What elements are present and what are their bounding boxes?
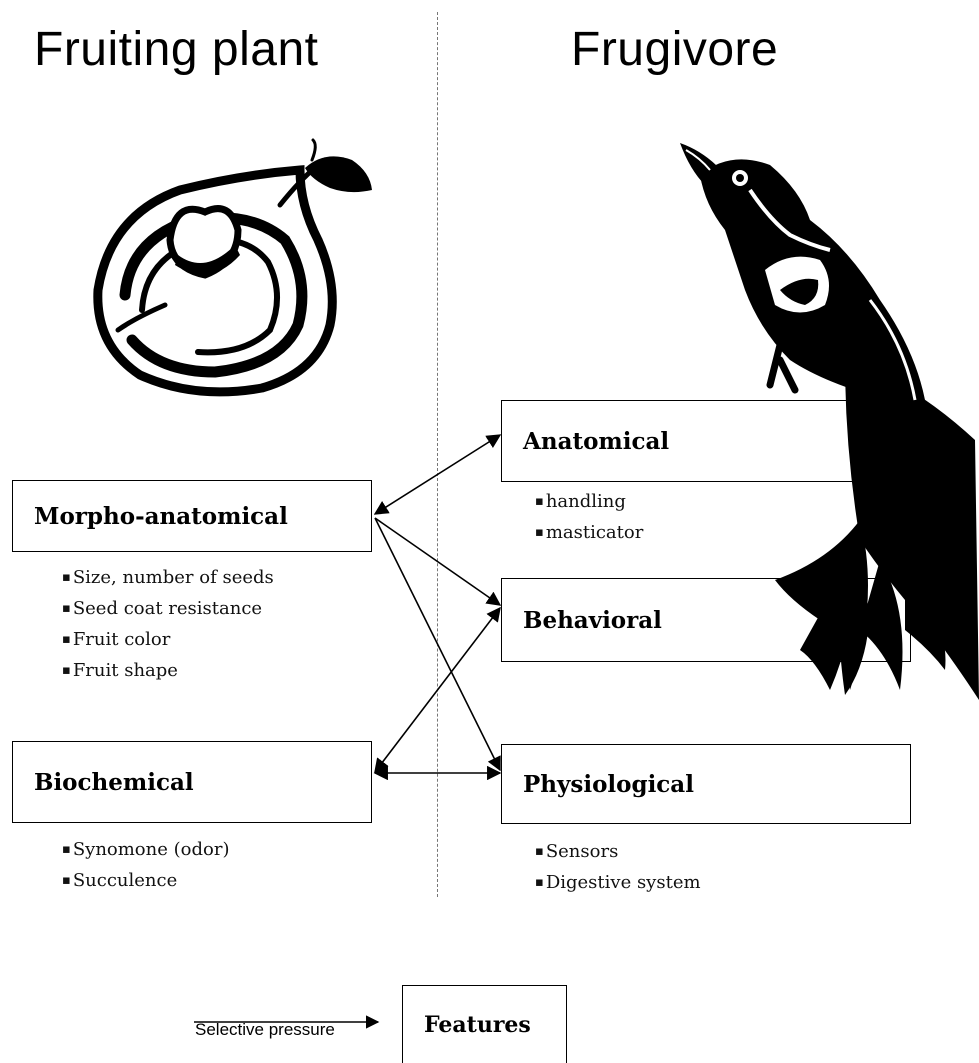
anatomical-box: Anatomical	[501, 400, 911, 482]
legend-features-label: Features	[424, 1011, 531, 1038]
physiological-box: Physiological	[501, 744, 911, 824]
list-item: handling	[535, 486, 643, 517]
morpho-anatomical-items: Size, number of seeds Seed coat resistan…	[62, 562, 274, 686]
list-item: Digestive system	[535, 867, 701, 898]
list-item: masticator	[535, 517, 644, 548]
behavioral-title: Behavioral	[523, 606, 662, 634]
list-item: Fruit color	[62, 624, 274, 655]
physiological-title: Physiological	[523, 770, 694, 798]
legend-features-box: Features	[402, 985, 567, 1063]
morpho-anatomical-title: Morpho-anatomical	[34, 502, 288, 530]
list-item: Fruit shape	[62, 655, 274, 686]
fruiting-plant-heading: Fruiting plant	[34, 23, 319, 76]
legend-arrow-label: Selective pressure	[195, 1020, 335, 1039]
frugivore-heading: Frugivore	[571, 23, 779, 76]
biochemical-title: Biochemical	[34, 768, 194, 796]
list-item: Succulence	[62, 865, 229, 896]
list-item: Synomone (odor)	[62, 834, 230, 865]
biochemical-items: Synomone (odor) Succulence	[62, 834, 230, 896]
physiological-items: Sensors Digestive system	[535, 836, 701, 898]
anatomical-title: Anatomical	[523, 427, 670, 455]
biochemical-box: Biochemical	[12, 741, 372, 823]
list-item: Sensors	[535, 836, 701, 867]
list-item: Seed coat resistance	[62, 593, 274, 624]
anatomical-items: handling masticator	[535, 486, 644, 548]
list-item: Size, number of seeds	[62, 562, 274, 593]
morpho-anatomical-box: Morpho-anatomical	[12, 480, 372, 552]
